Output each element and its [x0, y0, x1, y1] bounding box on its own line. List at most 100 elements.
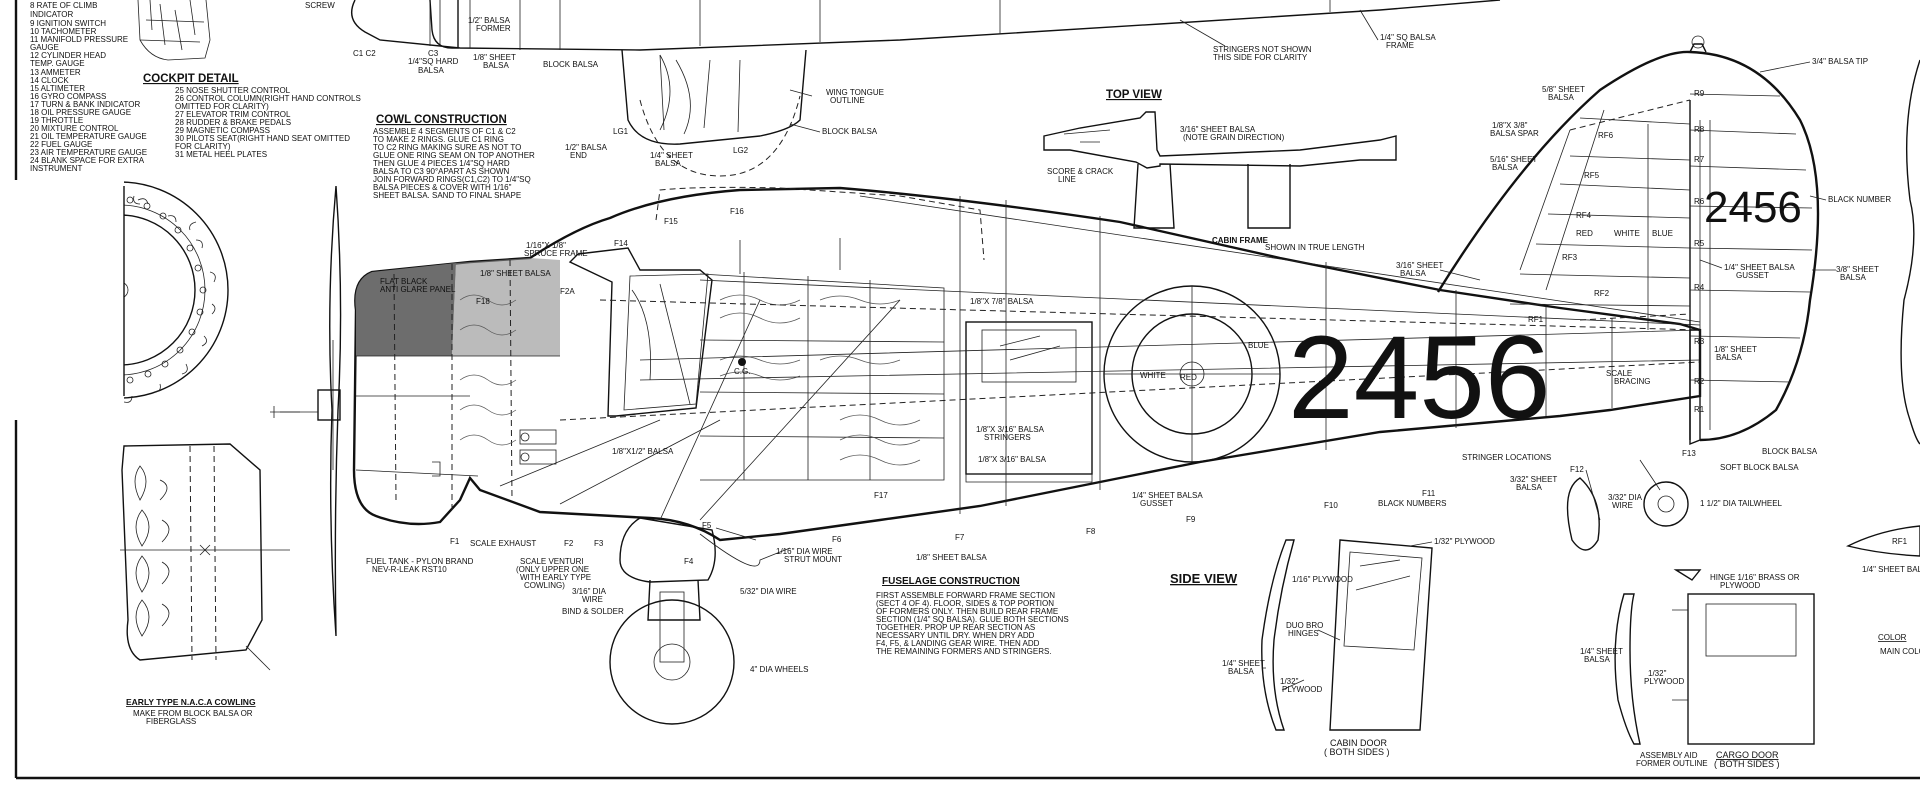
- propeller: [270, 185, 342, 637]
- label: 1/8" SHEET: [473, 53, 516, 62]
- former-label: F15: [664, 217, 678, 226]
- cowl-construction-title: COWL CONSTRUCTION: [376, 114, 507, 126]
- label: LG2: [733, 146, 749, 155]
- label: 3/8" SHEET: [1836, 265, 1879, 274]
- label: STRUT MOUNT: [784, 555, 842, 564]
- cowl-construction-line: BALSA TO C3 90°APART AS SHOWN: [373, 167, 510, 176]
- fuselage-notes: 1/16"X 1/8" SPRUCE FRAME 1/8" SHEET BALS…: [366, 241, 1818, 674]
- label: 1/8"X 7/8" BALSA: [970, 297, 1034, 306]
- former-label: F12: [1570, 465, 1584, 474]
- anti-glare-panel-2: [452, 258, 560, 356]
- fuselage-construction-title: FUSELAGE CONSTRUCTION: [882, 576, 1020, 587]
- label: BLOCK BALSA: [543, 60, 599, 69]
- top-view-title: TOP VIEW: [1106, 89, 1162, 101]
- label: BALSA: [418, 66, 444, 75]
- cowl-construction-line: JOIN FORWARD RINGS(C1,C2) TO 1/4"SQ: [373, 175, 531, 184]
- label: END: [570, 151, 587, 160]
- label: SCREW: [305, 1, 335, 10]
- label: 5/8" SHEET: [1542, 85, 1585, 94]
- label: FUEL TANK - PYLON BRAND: [366, 557, 474, 566]
- label: BALSA: [655, 159, 681, 168]
- former-label: F8: [1086, 527, 1096, 536]
- instrument-list: 8 RATE OF CLIMB INDICATOR 9 IGNITION SWI…: [30, 1, 147, 173]
- rib-label: RF1: [1528, 315, 1544, 324]
- tail-fin: 2456: [1436, 35, 1820, 442]
- label: ASSEMBLY AID: [1640, 751, 1698, 760]
- cockpit-detail: COCKPIT DETAIL 25 NOSE SHUTTER CONTROL 2…: [143, 73, 361, 159]
- instrument-line: 17 TURN & BANK INDICATOR: [30, 100, 140, 109]
- rib-label: RF2: [1594, 289, 1610, 298]
- label: FORMER OUTLINE: [1636, 759, 1708, 768]
- cowl-construction-line: TO C2 RING MAKING SURE AS NOT TO: [373, 143, 521, 152]
- side-view-title: SIDE VIEW: [1170, 571, 1238, 586]
- label: SCALE EXHAUST: [470, 539, 536, 548]
- label: THIS SIDE FOR CLARITY: [1213, 53, 1308, 62]
- former-label: F16: [730, 207, 744, 216]
- label: 1/4" SHEET BALSA: [1724, 263, 1795, 272]
- label: COWLING): [524, 581, 565, 590]
- cabin-door-title: CABIN DOOR: [1330, 738, 1388, 748]
- cockpit-detail-line: 28 RUDDER & BRAKE PEDALS: [175, 118, 291, 127]
- cowl-construction-line: GLUE ONE RING SEAM ON TOP ANOTHER: [373, 151, 535, 160]
- former-label: F5: [702, 521, 712, 530]
- label: BALSA: [1584, 655, 1610, 664]
- former-labels: F1 F2 F3 F4 F5 F6 F7 F8 F9 F10 F11 F12 F…: [450, 207, 1696, 566]
- fuselage-construction-line: NECESSARY UNTIL DRY. WHEN DRY ADD: [876, 631, 1035, 640]
- cockpit-detail-line: 26 CONTROL COLUMN(RIGHT HAND CONTROLS: [175, 94, 361, 103]
- label: 1/8"X1/2" BALSA: [612, 447, 674, 456]
- former-label: F17: [874, 491, 888, 500]
- label: PLYWOOD: [1720, 581, 1761, 590]
- instrument-line: 10 TACHOMETER: [30, 27, 97, 36]
- label: C1 C2: [353, 49, 376, 58]
- label: GUSSET: [1736, 271, 1769, 280]
- fuselage-construction-line: F4, F5, & LANDING GEAR WIRE. THEN ADD: [876, 639, 1040, 648]
- label: WITH EARLY TYPE: [520, 573, 591, 582]
- fin-number: 2456: [1704, 183, 1802, 232]
- instrument-line: 24 BLANK SPACE FOR EXTRA: [30, 156, 145, 165]
- instrument-line: 13 AMMETER: [30, 68, 81, 77]
- label: 5/16" SHEET: [1490, 155, 1537, 164]
- label: BALSA: [1548, 93, 1574, 102]
- label: STRINGER LOCATIONS: [1462, 453, 1551, 462]
- right-edge-parts: RF1 1/4" SHEET BAL COLOR MAIN COLO: [1845, 59, 1920, 656]
- label: 1/32": [1280, 677, 1299, 686]
- label: BLACK NUMBERS: [1378, 499, 1446, 508]
- label: NEV-R-LEAK RST10: [372, 565, 447, 574]
- former-label: F2: [564, 539, 574, 548]
- rib-label: R7: [1694, 155, 1705, 164]
- label: 1/16"X 1/8": [526, 241, 566, 250]
- cargo-door-title: CARGO DOOR: [1716, 750, 1779, 760]
- instrument-line: 23 AIR TEMPERATURE GAUGE: [30, 148, 147, 157]
- label: 1/4" SHEET: [1222, 659, 1265, 668]
- rib-label: RF5: [1584, 171, 1600, 180]
- label: 1/8"X 3/16" BALSA: [976, 425, 1045, 434]
- label: WING TONGUE: [826, 88, 884, 97]
- instrument-line: 15 ALTIMETER: [30, 84, 85, 93]
- fuselage-construction-line: OF FORMERS ONLY. THEN BUILD REAR FRAME: [876, 607, 1058, 616]
- label: 1/4" SHEET BALSA: [1132, 491, 1203, 500]
- rib-label: RF6: [1598, 131, 1614, 140]
- label: FLAT BLACK: [380, 277, 428, 286]
- cockpit-detail-line: 31 METAL HEEL PLATES: [175, 150, 267, 159]
- rib-label: R3: [1694, 337, 1705, 346]
- naca-cowling-line: MAKE FROM BLOCK BALSA OR: [133, 709, 253, 718]
- cowl-construction-line: BALSA PIECES & COVER WITH 1/16": [373, 183, 512, 192]
- label: ANTI GLARE PANEL: [380, 285, 456, 294]
- label: BLOCK BALSA: [1762, 447, 1818, 456]
- cowl-construction-line: ASSEMBLE 4 SEGMENTS OF C1 & C2: [373, 127, 516, 136]
- label: BLOCK BALSA: [822, 127, 878, 136]
- anti-glare-panel: [355, 263, 456, 356]
- label: BALSA: [1400, 269, 1426, 278]
- cowl-construction-line: THEN GLUE 4 PIECES 1/4"SQ HARD: [373, 159, 510, 168]
- cockpit-detail-line: 25 NOSE SHUTTER CONTROL: [175, 86, 291, 95]
- label: 1/8"X 3/8": [1492, 121, 1528, 130]
- label: 3/32" SHEET: [1510, 475, 1557, 484]
- label: 3/32" DIA: [1608, 493, 1643, 502]
- label: 1/2" BALSA: [468, 16, 511, 25]
- label: (NOTE GRAIN DIRECTION): [1183, 133, 1285, 142]
- rib-label: R2: [1694, 377, 1705, 386]
- label: 1/16" PLYWOOD: [1292, 575, 1353, 584]
- label: 3/4" BALSA TIP: [1812, 57, 1868, 66]
- rib-label: R9: [1694, 89, 1705, 98]
- instrument-line: 12 CYLINDER HEAD: [30, 51, 106, 60]
